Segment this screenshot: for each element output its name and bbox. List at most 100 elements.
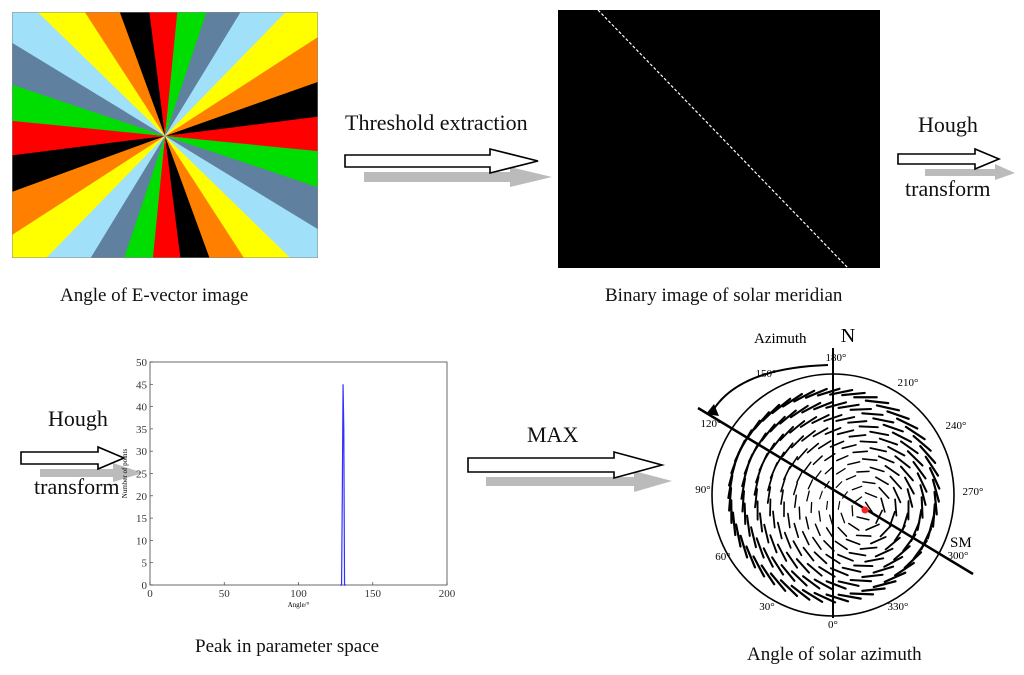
polarization-dash xyxy=(920,496,924,519)
polarization-dash xyxy=(884,465,900,476)
polarization-dash xyxy=(771,397,792,415)
polarization-dash xyxy=(781,442,794,458)
polarization-dash xyxy=(861,587,886,593)
polarization-dash xyxy=(785,551,799,569)
polarization-dash xyxy=(847,461,861,466)
polarization-dash xyxy=(894,455,911,469)
evector-wedge xyxy=(165,12,243,136)
polarization-dash xyxy=(864,492,878,498)
polarization-dash xyxy=(763,523,770,544)
polarization-dash xyxy=(780,477,786,493)
polarization-dash xyxy=(776,521,783,540)
caption-azimuth: Angle of solar azimuth xyxy=(747,644,922,665)
binary-meridian-image xyxy=(558,10,880,268)
y-tick-label: 20 xyxy=(136,491,148,503)
polarization-dash xyxy=(853,564,874,568)
polarization-dash xyxy=(734,523,742,548)
polarization-dash xyxy=(812,455,823,466)
polarization-dash xyxy=(861,458,878,462)
polarization-dash xyxy=(806,490,810,502)
evector-wedge xyxy=(122,136,165,258)
north-label: N xyxy=(841,325,855,347)
azimuth-label: Azimuth xyxy=(754,331,807,347)
polarization-dash xyxy=(848,551,867,557)
peak-series-line xyxy=(340,384,347,586)
y-tick-label: 35 xyxy=(136,424,148,436)
evector-wedge xyxy=(165,136,244,258)
polarization-dash xyxy=(766,486,772,504)
polarization-dash xyxy=(755,537,765,559)
polarization-dash xyxy=(760,423,776,442)
polarization-dash xyxy=(796,448,808,461)
polarization-dash xyxy=(741,490,745,513)
hough-arrow-1 xyxy=(897,147,1015,180)
evector-wedge xyxy=(165,36,318,136)
degree-label: 30° xyxy=(759,601,774,613)
polarization-dash xyxy=(790,570,808,587)
degree-label: 120° xyxy=(701,418,722,430)
polarization-dash xyxy=(837,403,860,409)
x-tick-label: 100 xyxy=(290,588,307,600)
polarization-dash xyxy=(836,429,855,436)
polarization-dash xyxy=(895,417,919,430)
polarization-dash xyxy=(745,545,757,569)
polarization-dash xyxy=(878,486,890,499)
polarization-dash xyxy=(835,416,856,422)
polarization-dash xyxy=(903,551,923,569)
azimuth-arc xyxy=(711,364,829,413)
polarization-dash xyxy=(912,460,927,480)
y-tick-label: 15 xyxy=(136,513,148,525)
caption-evector: Angle of E-vector image xyxy=(60,285,249,306)
polarization-dash xyxy=(802,461,812,473)
polarization-dash xyxy=(861,412,884,416)
polarization-dash xyxy=(769,572,787,592)
degree-label: 270° xyxy=(963,486,984,498)
polarization-dash xyxy=(813,551,828,565)
polarization-dash xyxy=(906,488,914,508)
step-hough2-line1: Hough xyxy=(48,406,108,431)
polarization-dash xyxy=(912,434,932,452)
polarization-dash xyxy=(753,411,771,431)
polarization-dash xyxy=(856,516,870,521)
polarization-dash xyxy=(812,427,829,438)
degree-label: 150° xyxy=(756,368,777,380)
polarization-dash xyxy=(884,536,901,551)
polarization-dash xyxy=(813,578,834,591)
polarization-dash xyxy=(817,440,832,450)
step-hough1-line1: Hough xyxy=(918,112,978,137)
caption-peak: Peak in parameter space xyxy=(195,636,380,657)
polarization-dash xyxy=(789,420,806,434)
polarization-dash xyxy=(837,500,841,510)
polarization-dash xyxy=(886,410,910,420)
polarization-dash xyxy=(811,414,830,424)
y-tick-label: 5 xyxy=(142,558,148,570)
polarization-dash xyxy=(865,523,880,531)
polarization-dash xyxy=(874,547,894,558)
polarization-dash xyxy=(802,575,821,590)
evector-wedge xyxy=(12,83,165,136)
polarization-dash xyxy=(855,534,872,537)
polarization-dash xyxy=(780,489,784,505)
chart-xlabel: Angle/° xyxy=(288,601,310,609)
polarization-dash xyxy=(799,416,818,428)
y-tick-label: 45 xyxy=(136,379,148,391)
polarization-dash xyxy=(835,481,843,489)
y-tick-label: 25 xyxy=(136,469,148,481)
degree-label: 210° xyxy=(898,377,919,389)
polarization-dash xyxy=(812,536,822,551)
polarization-dash xyxy=(789,404,809,419)
step-max-label: MAX xyxy=(527,422,579,447)
y-tick-label: 40 xyxy=(136,402,148,414)
polarization-dash xyxy=(869,430,890,437)
polarization-dash xyxy=(864,399,890,405)
polarization-dash xyxy=(743,502,747,525)
polarization-dash xyxy=(802,546,815,562)
chart-ylabel: Number of points xyxy=(121,449,129,499)
step-threshold-label: Threshold extraction xyxy=(345,110,528,135)
polarization-dash xyxy=(806,442,820,454)
polarization-dash xyxy=(793,389,816,403)
evector-wedge xyxy=(151,136,181,258)
polarization-dash xyxy=(779,579,799,598)
polarization-dash xyxy=(834,540,848,551)
